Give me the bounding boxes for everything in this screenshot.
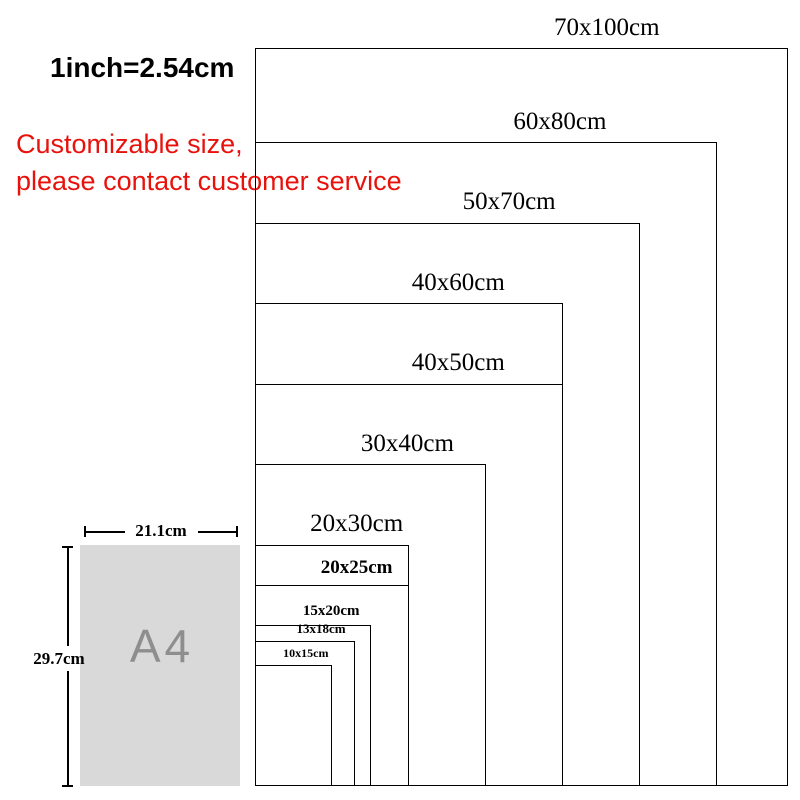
size-box-10x15cm	[255, 665, 332, 786]
a4-height-line-bottom	[67, 671, 69, 786]
size-label-40x50cm: 40x50cm	[411, 349, 505, 377]
a4-width-label: 21.1cm	[135, 521, 187, 540]
a4-width-line-left	[85, 531, 125, 533]
size-label-13x18cm: 13x18cm	[296, 620, 346, 636]
a4-height-line-top	[67, 547, 69, 646]
custom-size-note: Customizable size, please contact custom…	[16, 126, 402, 200]
size-label-70x100cm: 70x100cm	[553, 13, 660, 41]
a4-width-line-right	[198, 531, 237, 533]
size-label-20x30cm: 20x30cm	[310, 510, 404, 538]
a4-height-label: 29.7cm	[33, 649, 85, 668]
size-label-30x40cm: 30x40cm	[360, 429, 454, 457]
size-label-10x15cm: 10x15cm	[283, 646, 329, 661]
a4-label: A4	[129, 620, 195, 672]
a4-width-tick-right	[236, 526, 238, 537]
a4-paper: A4	[80, 545, 240, 786]
a4-height-tick-bottom	[62, 785, 73, 787]
custom-size-note-line1: Customizable size,	[16, 129, 243, 159]
size-label-40x60cm: 40x60cm	[411, 268, 505, 296]
a4-width-tick-left	[84, 526, 86, 537]
size-label-20x25cm: 20x25cm	[320, 557, 393, 578]
size-label-15x20cm: 15x20cm	[302, 603, 360, 620]
a4-height-tick-top	[62, 546, 73, 548]
size-label-60x80cm: 60x80cm	[513, 107, 607, 135]
size-label-50x70cm: 50x70cm	[462, 188, 556, 216]
conversion-note: 1inch=2.54cm	[50, 52, 235, 83]
custom-size-note-line2: please contact customer service	[16, 166, 402, 196]
